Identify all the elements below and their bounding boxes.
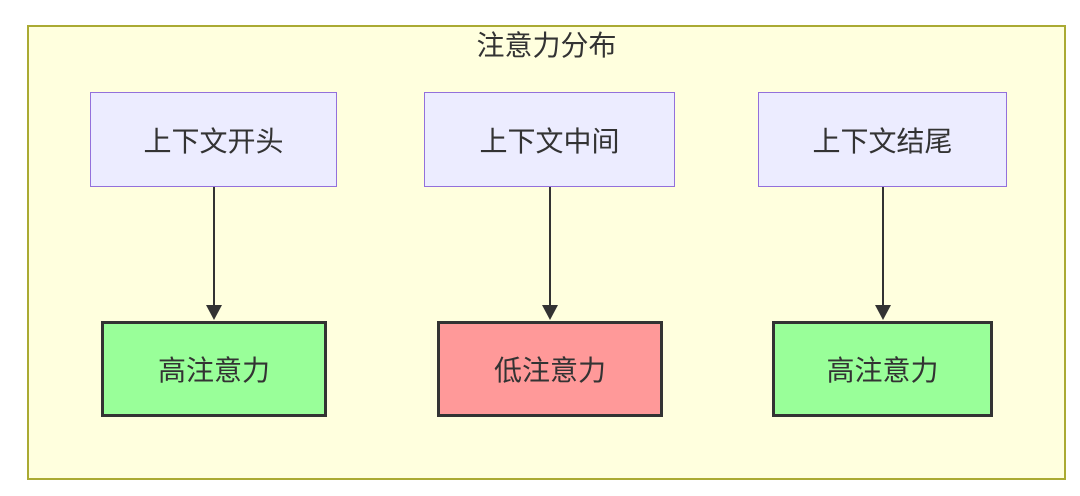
source-node-context-middle: 上下文中间 (424, 92, 675, 187)
result-node-high-attention-end-label: 高注意力 (826, 355, 939, 386)
arrow-head-icon (874, 305, 891, 320)
arrow-line-end (881, 187, 884, 306)
source-node-context-begin-label: 上下文开头 (143, 125, 284, 157)
diagram-title: 注意力分布 (476, 30, 617, 61)
arrow-line-middle (548, 187, 551, 306)
source-node-context-end-label: 上下文结尾 (812, 125, 953, 157)
source-node-context-end: 上下文结尾 (758, 92, 1007, 187)
result-node-high-attention-begin: 高注意力 (101, 321, 327, 417)
result-node-low-attention-middle: 低注意力 (437, 321, 663, 417)
arrow-head-icon (205, 305, 222, 320)
result-node-low-attention-middle-label: 低注意力 (493, 355, 606, 386)
arrow-head-icon (541, 305, 558, 320)
source-node-context-middle-label: 上下文中间 (479, 125, 620, 157)
source-node-context-begin: 上下文开头 (90, 92, 337, 187)
result-node-high-attention-begin-label: 高注意力 (157, 355, 270, 386)
result-node-high-attention-end: 高注意力 (772, 321, 993, 417)
arrow-line-begin (212, 187, 215, 306)
